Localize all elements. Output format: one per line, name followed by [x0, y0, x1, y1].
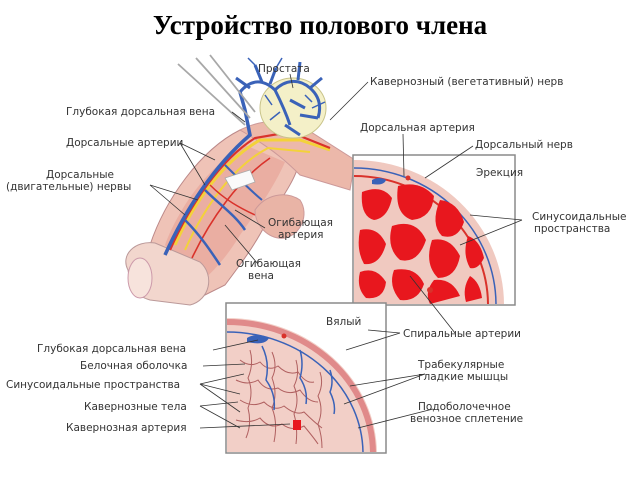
page-title: Устройство полового члена — [152, 10, 488, 40]
label-tunica-albuginea: Белочная оболочка — [80, 360, 187, 372]
label-cavernous-artery: Кавернозная артерия — [66, 422, 187, 434]
label-circumflex-artery-1: Огибающая — [268, 217, 333, 229]
glans-tip — [127, 257, 153, 299]
label-deep-dorsal-vein-top: Глубокая дорсальная вена — [66, 106, 215, 118]
label-cavernous-nerve: Кавернозный (вегетативный) нерв — [370, 76, 563, 88]
label-spiral-arteries: Спиральные артерии — [403, 328, 521, 340]
flaccid-veins — [261, 345, 336, 415]
flaccid-cavernous-artery — [293, 420, 301, 430]
leader-lines — [149, 73, 523, 429]
circumflex-artery-line — [209, 184, 256, 216]
label-circumflex-artery-2: артерия — [278, 229, 323, 241]
erection-dorsal-artery — [405, 175, 411, 181]
label-subtunical-2: венозное сплетение — [410, 413, 523, 425]
erection-cavernous-artery — [427, 287, 433, 293]
dorsal-nerve-bundle-2 — [184, 146, 311, 251]
label-cavernous-bodies: Кавернозные тела — [84, 401, 187, 413]
label-sinusoidal-1: Синусоидальные — [532, 211, 626, 223]
label-erection: Эрекция — [476, 167, 523, 179]
label-prostate: Простата — [258, 63, 310, 75]
label-dorsal-artery-right: Дорсальная артерия — [360, 122, 475, 134]
label-circumflex-vein-1: Огибающая — [236, 258, 301, 270]
label-flaccid: Вялый — [326, 316, 361, 328]
circumflex-vein-line-2 — [204, 189, 247, 231]
flaccid-outer-layer — [227, 319, 376, 452]
flaccid-albuginea — [227, 331, 364, 452]
cavernous-artery-line — [191, 157, 271, 259]
label-dorsal-nerves-2: (двигательные) нервы — [6, 181, 131, 193]
flaccid-dorsal-artery — [281, 333, 287, 339]
erection-tissue — [354, 160, 504, 304]
label-sinusoidal-2: пространства — [534, 223, 610, 235]
label-circumflex-vein-2: вена — [248, 270, 274, 282]
label-sinusoidal-left: Синусоидальные пространства — [6, 379, 180, 391]
label-dorsal-nerves-1: Дорсальные — [46, 169, 114, 181]
corpus-tissue — [165, 145, 285, 283]
suspensory-ligament — [224, 169, 256, 191]
penis-side-view — [125, 91, 356, 306]
dorsal-nerve-bundle — [173, 138, 331, 246]
label-deep-dorsal-vein-bottom: Глубокая дорсальная вена — [37, 343, 186, 355]
label-dorsal-nerve-right: Дорсальный нерв — [475, 139, 573, 151]
erection-sinusoids — [358, 184, 484, 304]
dorsal-artery-line — [168, 130, 331, 251]
label-trabecular-1: Трабекулярные — [417, 359, 504, 371]
label-dorsal-arteries: Дорсальные артерии — [66, 137, 183, 149]
circumflex-vein-line-1 — [184, 219, 222, 266]
pelvic-nerve-lines — [177, 54, 256, 126]
label-trabecular-2: гладкие мышцы — [418, 371, 508, 383]
deep-dorsal-vein-line — [163, 91, 252, 256]
prostate-small-veins — [247, 57, 326, 121]
flaccid-section — [225, 302, 387, 454]
penile-bulb — [254, 194, 305, 239]
erection-section — [352, 154, 516, 306]
erection-dorsal-vein — [372, 178, 386, 185]
label-subtunical-1: Подоболочечное — [418, 401, 511, 413]
labels: Простата Кавернозный (вегетативный) нерв… — [6, 63, 626, 434]
